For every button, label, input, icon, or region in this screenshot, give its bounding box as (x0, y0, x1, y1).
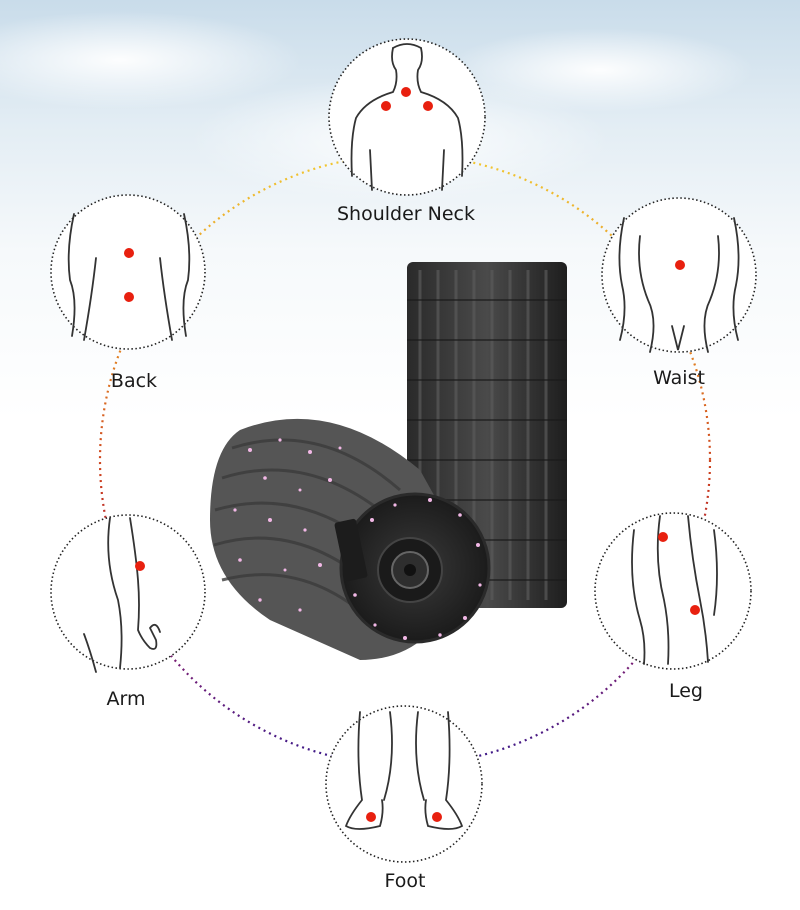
label-arm: Arm (106, 688, 146, 710)
right-foot-point (432, 812, 442, 822)
label-leg: Leg (668, 680, 703, 702)
upper-back-point (124, 248, 134, 258)
left-foot-point (366, 812, 376, 822)
back-bubble (50, 194, 206, 350)
waist-bubble (601, 197, 757, 353)
neck-point (401, 87, 411, 97)
shoulder-neck-bubble (328, 38, 486, 196)
right-shoulder-point (423, 101, 433, 111)
label-back: Back (110, 370, 158, 392)
connector-ring (98, 153, 712, 767)
lower-back-point (124, 292, 134, 302)
label-shoulder-neck: Shoulder Neck (336, 203, 475, 225)
leg-bubble (594, 512, 752, 670)
arm-bubble (50, 514, 206, 673)
foot-bubble (325, 705, 483, 863)
thigh-point (658, 532, 668, 542)
label-foot: Foot (384, 870, 426, 892)
lying-roller (210, 418, 491, 660)
label-waist: Waist (653, 367, 705, 389)
arm-point (135, 561, 145, 571)
calf-point (690, 605, 700, 615)
waist-point (675, 260, 685, 270)
left-shoulder-point (381, 101, 391, 111)
